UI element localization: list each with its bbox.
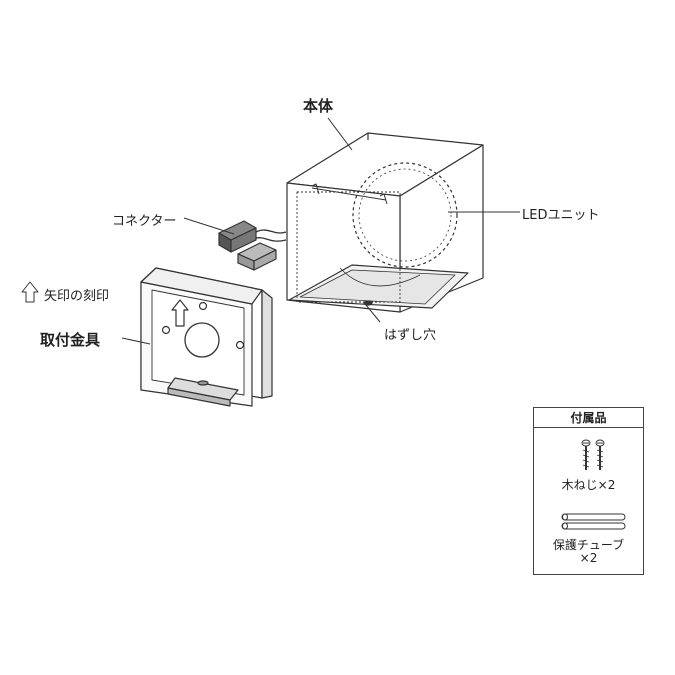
arrow-mark-icon [21, 281, 39, 303]
protect-tube-icons [561, 513, 626, 530]
accessories-box: 付属品 木ねじ×2 保護チューブ ×2 [533, 407, 644, 575]
wood-screw-label: 木ねじ×2 [561, 478, 616, 492]
label-body: 本体 [303, 97, 334, 115]
leader-lines [121, 117, 520, 345]
label-release-hole: はずし穴 [384, 328, 437, 343]
protect-tube-label-line1: 保護チューブ [552, 538, 625, 552]
label-connector: コネクター [112, 214, 177, 229]
led-unit-outline [352, 162, 458, 268]
mounting-bracket [140, 267, 273, 407]
protect-tube-label-line2: ×2 [579, 551, 598, 565]
accessories-title: 付属品 [534, 408, 643, 428]
label-led-unit: LEDユニット [522, 208, 600, 223]
main-body-cube [286, 132, 484, 313]
label-arrow-mark: 矢印の刻印 [44, 289, 110, 304]
label-mount-bracket: 取付金具 [40, 331, 101, 349]
wood-screw-icons [581, 439, 605, 470]
connector [218, 220, 287, 271]
embossed-arrow-icon [171, 299, 189, 327]
